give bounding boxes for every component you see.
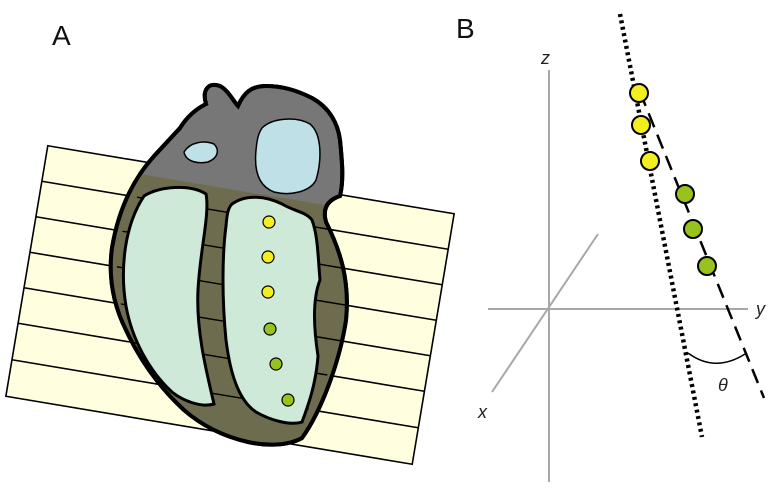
sample-point-green (263, 322, 277, 336)
x-axis-label: x (477, 402, 488, 422)
fitted-line (638, 91, 766, 399)
point-green (683, 219, 703, 239)
sample-point-green (281, 393, 295, 407)
sample-point-green (269, 357, 283, 371)
angle-arc (687, 352, 746, 364)
heart-outline (108, 83, 349, 447)
z-axis-label: z (540, 48, 550, 68)
point-yellow (640, 151, 660, 171)
sample-point-yellow (261, 285, 275, 299)
right-atrium (254, 118, 321, 195)
point-yellow (631, 115, 651, 135)
right-ventricle (221, 195, 322, 425)
left-atrium (183, 141, 219, 164)
y-axis-label: y (754, 299, 766, 319)
point-yellow (629, 83, 649, 103)
panel-b: B z y x θ (456, 13, 766, 482)
panel-a: A (4, 20, 456, 466)
point-green (697, 256, 717, 276)
sample-point-yellow (262, 215, 276, 229)
left-ventricle (121, 185, 216, 407)
reference-line (617, 13, 705, 438)
panel-a-label: A (52, 20, 71, 51)
panel-b-label: B (456, 13, 475, 44)
x-axis (491, 233, 599, 393)
sample-point-yellow (261, 250, 275, 264)
point-green (675, 184, 695, 204)
angle-label: θ (718, 375, 728, 395)
